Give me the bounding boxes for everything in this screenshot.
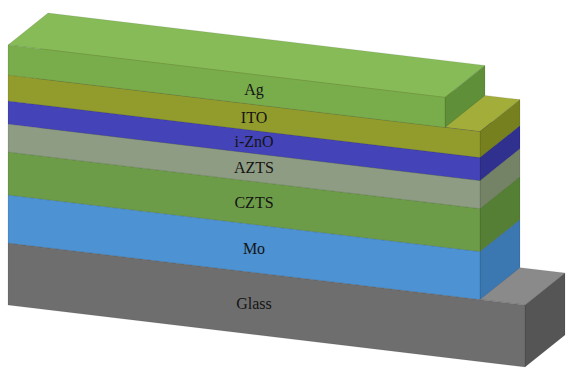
layer-band: i-ZnO [228, 131, 280, 154]
layer-band: CZTS [228, 182, 280, 225]
layer-band: Glass [230, 273, 278, 335]
layer-label: ITO [241, 109, 267, 127]
layer-label: Ag [244, 81, 264, 99]
layer-band: Mo [237, 225, 272, 273]
layer-label: Mo [243, 240, 265, 258]
ito-layer-side [480, 100, 520, 158]
layer-label: AZTS [234, 159, 274, 177]
silver-layer-front [8, 45, 445, 127]
layer-label: CZTS [234, 194, 273, 212]
layer-label: Glass [236, 295, 272, 313]
layer-band: Ag [238, 75, 270, 105]
layer-band: ITO [235, 105, 274, 131]
layer-band: AZTS [228, 154, 280, 182]
silver-layer-side [445, 65, 485, 127]
glass-substrate-side [525, 273, 565, 367]
layer-label: i-ZnO [234, 133, 273, 151]
